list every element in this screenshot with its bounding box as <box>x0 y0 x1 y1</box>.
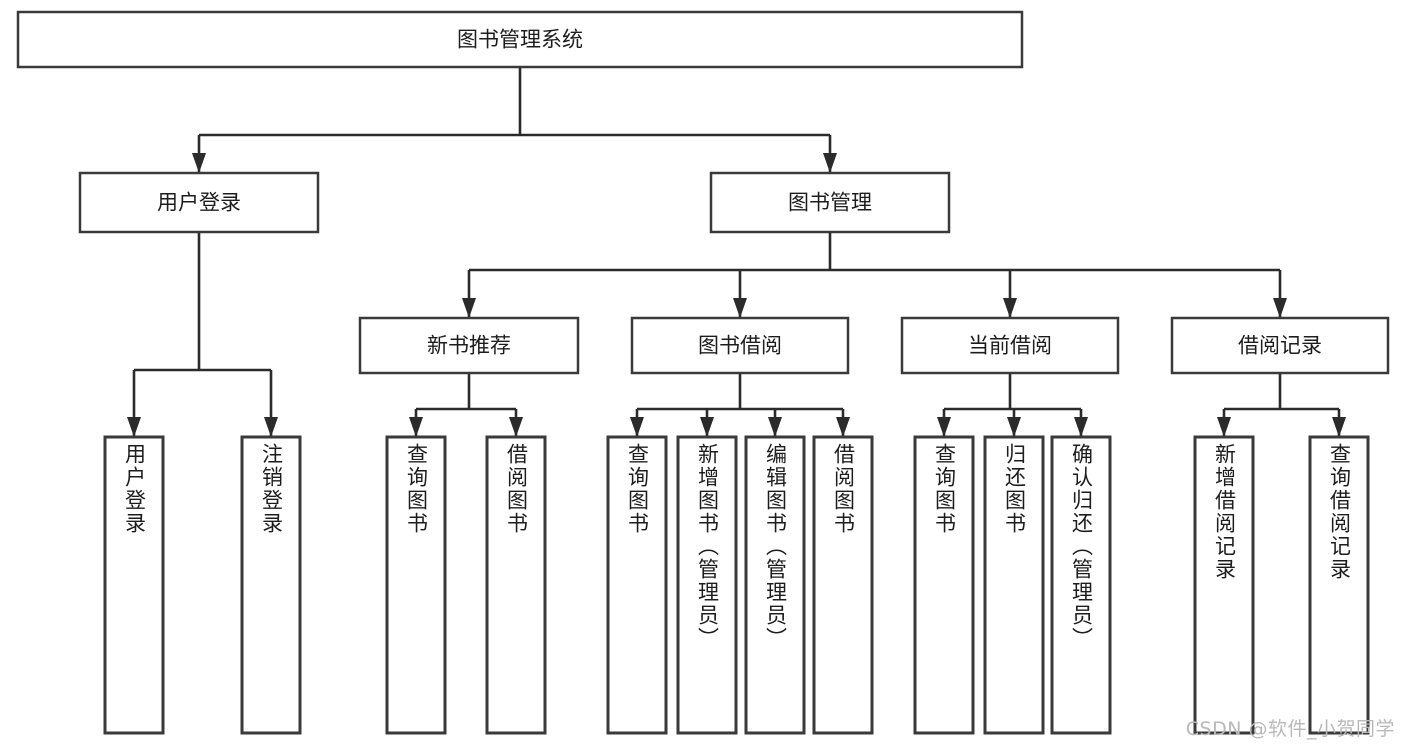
node-leaf-user-login[interactable] <box>103 435 165 735</box>
node-leaf-confirm-return[interactable] <box>1050 435 1112 735</box>
node-leaf-add-record[interactable] <box>1193 435 1255 735</box>
node-borrow-record[interactable] <box>1170 316 1390 375</box>
node-leaf-add-book[interactable] <box>676 435 738 735</box>
node-box-layer <box>16 10 1390 735</box>
watermark: CSDN @软件_小贺同学 <box>1185 718 1395 740</box>
node-leaf-user-logout[interactable] <box>240 435 302 735</box>
node-leaf-edit-book[interactable] <box>744 435 806 735</box>
node-leaf-query-record[interactable] <box>1308 435 1370 735</box>
node-leaf-query-book-2[interactable] <box>606 435 668 735</box>
node-new-book-recommend[interactable] <box>358 316 580 375</box>
label-book-borrow: 图书借阅 <box>698 334 782 358</box>
label-new-book-recommend: 新书推荐 <box>427 334 511 358</box>
connector-layer <box>127 67 1346 437</box>
node-leaf-borrow-book-1[interactable] <box>485 435 547 735</box>
node-leaf-query-book-1[interactable] <box>385 435 447 735</box>
node-leaf-query-book-3[interactable] <box>913 435 975 735</box>
node-user-login[interactable] <box>78 171 320 234</box>
node-leaf-borrow-book-2[interactable] <box>812 435 874 735</box>
label-book-manage: 图书管理 <box>788 191 872 215</box>
label-user-login: 用户登录 <box>157 191 241 215</box>
label-current-borrow: 当前借阅 <box>968 334 1052 358</box>
node-book-manage[interactable] <box>709 171 951 234</box>
label-undefined: 图书管理系统 <box>457 28 583 52</box>
node-book-borrow[interactable] <box>630 316 850 375</box>
node-leaf-return-book[interactable] <box>983 435 1045 735</box>
node-current-borrow[interactable] <box>900 316 1120 375</box>
node-undefined[interactable] <box>16 10 1024 69</box>
label-borrow-record: 借阅记录 <box>1238 334 1322 358</box>
